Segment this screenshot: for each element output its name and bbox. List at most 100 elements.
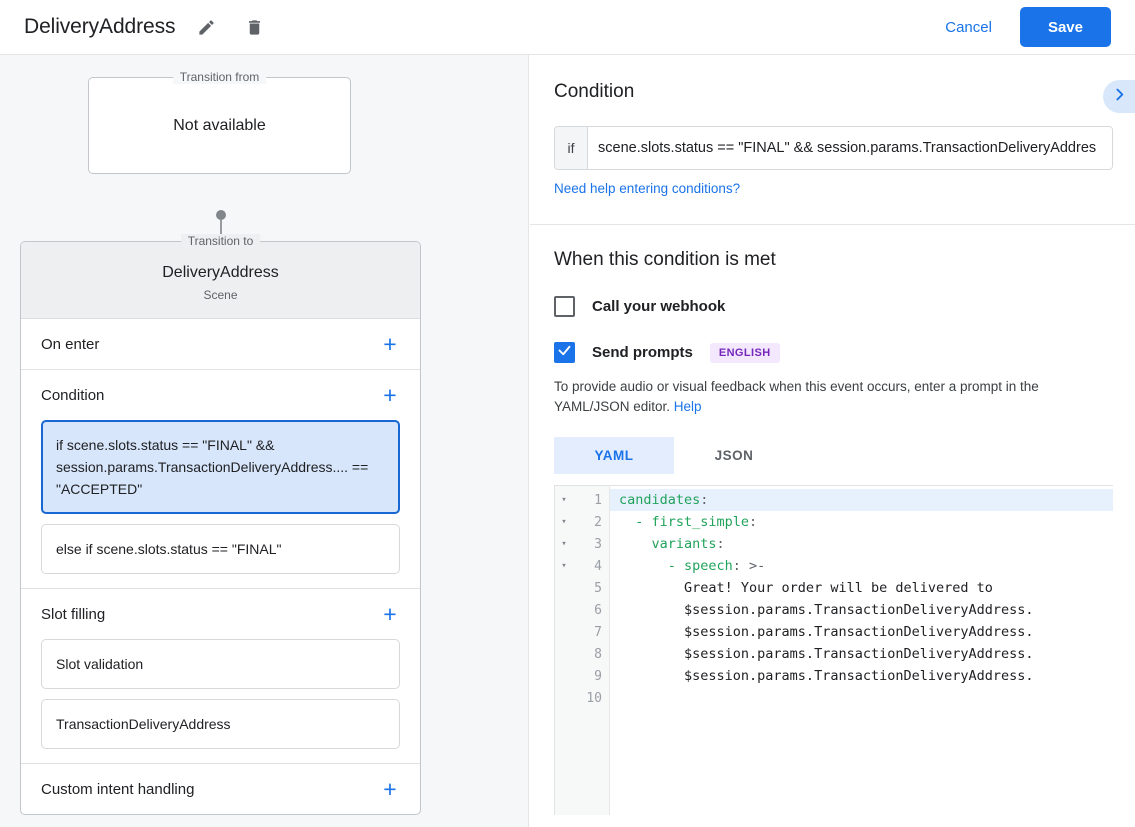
section-on-enter: On enter + <box>21 319 420 370</box>
code-line[interactable]: $session.params.TransactionDeliveryAddre… <box>619 602 1034 618</box>
prompt-description-text: To provide audio or visual feedback when… <box>554 379 1039 414</box>
yaml-punct: : <box>700 492 709 508</box>
pencil-icon <box>197 18 216 37</box>
add-condition-button[interactable]: + <box>383 381 397 408</box>
send-prompts-checkbox[interactable] <box>554 342 575 363</box>
code-line[interactable]: variants: <box>610 533 1113 555</box>
prompt-help-link[interactable]: Help <box>673 399 702 414</box>
add-custom-intent-button[interactable]: + <box>383 775 397 802</box>
slot-filling-list: Slot validation TransactionDeliveryAddre… <box>21 639 420 763</box>
webhook-row: Call your webhook <box>554 296 1113 317</box>
tab-json[interactable]: JSON <box>714 448 754 463</box>
section-header: Slot filling + <box>21 589 420 639</box>
section-title-condition: Condition <box>41 386 105 404</box>
section-title-on-enter: On enter <box>41 335 100 353</box>
section-title-slot-filling: Slot filling <box>41 605 106 623</box>
transition-to-title: DeliveryAddress <box>162 264 279 281</box>
section-condition: Condition + if scene.slots.status == "FI… <box>21 370 420 589</box>
transition-from-legend: Transition from <box>172 70 267 84</box>
chevron-right-icon <box>1111 86 1128 108</box>
save-button[interactable]: Save <box>1019 7 1111 47</box>
delete-button[interactable] <box>237 10 271 44</box>
yaml-key: variants <box>619 536 717 552</box>
line-number: 7 <box>594 624 602 640</box>
checkmark-icon <box>557 343 572 363</box>
line-number: 10 <box>586 690 602 706</box>
line-number: 1 <box>594 492 602 508</box>
section-slot-filling: Slot filling + Slot validation Transacti… <box>21 589 420 764</box>
yaml-key: - first_simple <box>619 514 750 530</box>
line-number: 6 <box>594 602 602 618</box>
cancel-button[interactable]: Cancel <box>933 10 1004 45</box>
transition-to-header[interactable]: Transition to DeliveryAddress Scene <box>21 234 420 319</box>
line-number: 2 <box>594 514 602 530</box>
gutter-line: ▾1 <box>555 489 609 511</box>
expand-panel-button[interactable] <box>1103 80 1135 113</box>
condition-help-link[interactable]: Need help entering conditions? <box>554 181 741 196</box>
edit-button[interactable] <box>189 10 223 44</box>
condition-if-prefix: if <box>555 127 588 169</box>
slot-item[interactable]: TransactionDeliveryAddress <box>41 699 400 749</box>
code-line[interactable]: $session.params.TransactionDeliveryAddre… <box>619 668 1034 684</box>
code-line[interactable] <box>610 687 1113 709</box>
call-webhook-checkbox[interactable] <box>554 296 575 317</box>
gutter-line: 9 <box>555 665 609 687</box>
gutter-line: 10 <box>555 687 609 709</box>
condition-input[interactable] <box>588 127 1112 169</box>
transition-to-subtitle: Scene <box>203 288 238 302</box>
call-webhook-label: Call your webhook <box>592 298 726 315</box>
trash-icon <box>245 18 264 37</box>
gutter-line: 7 <box>555 621 609 643</box>
condition-item[interactable]: else if scene.slots.status == "FINAL" <box>41 524 400 574</box>
transition-to-legend: Transition to <box>180 234 261 248</box>
section-header: Custom intent handling + <box>21 764 420 814</box>
section-divider <box>530 224 1135 225</box>
section-custom-intent-handling: Custom intent handling + <box>21 764 420 814</box>
when-met-heading: When this condition is met <box>554 249 776 270</box>
code-line[interactable]: $session.params.TransactionDeliveryAddre… <box>619 646 1034 662</box>
tab-yaml[interactable]: YAML <box>554 437 674 474</box>
add-slot-filling-button[interactable]: + <box>383 600 397 627</box>
app-header: DeliveryAddress Cancel Save <box>0 0 1135 55</box>
line-number: 5 <box>594 580 602 596</box>
gutter-line: 6 <box>555 599 609 621</box>
editor-code-area[interactable]: candidates: - first_simple: variants: - … <box>610 486 1113 815</box>
transition-to-card: Transition to DeliveryAddress Scene On e… <box>20 234 421 815</box>
when-condition-met-section: When this condition is met Call your web… <box>530 225 1135 815</box>
fold-triangle-icon[interactable]: ▾ <box>561 517 567 527</box>
condition-item-selected[interactable]: if scene.slots.status == "FINAL" && sess… <box>41 420 400 514</box>
yaml-punct: : <box>749 514 758 530</box>
gutter-line: ▾4 <box>555 555 609 577</box>
code-line[interactable]: Great! Your order will be delivered to <box>619 580 993 596</box>
transition-graph-panel: Transition from Not available Transition… <box>0 55 529 827</box>
slot-validation-item[interactable]: Slot validation <box>41 639 400 689</box>
add-on-enter-button[interactable]: + <box>383 330 397 357</box>
condition-field[interactable]: if <box>554 126 1113 170</box>
yaml-key: - speech <box>619 558 733 574</box>
gutter-line: 5 <box>555 577 609 599</box>
line-number: 3 <box>594 536 602 552</box>
code-line[interactable]: $session.params.TransactionDeliveryAddre… <box>619 624 1034 640</box>
gutter-line: 8 <box>555 643 609 665</box>
condition-editor-section: Condition if Need help entering conditio… <box>530 55 1135 198</box>
section-header: Condition + <box>21 370 420 420</box>
condition-list: if scene.slots.status == "FINAL" && sess… <box>21 420 420 588</box>
code-line[interactable]: candidates: <box>610 489 1113 511</box>
code-line[interactable]: - first_simple: <box>610 511 1113 533</box>
transition-from-box[interactable]: Transition from Not available <box>88 70 351 174</box>
fold-triangle-icon[interactable]: ▾ <box>561 561 567 571</box>
fold-triangle-icon[interactable]: ▾ <box>561 495 567 505</box>
yaml-punct: : >- <box>732 558 766 574</box>
language-badge: ENGLISH <box>709 342 780 363</box>
line-number: 9 <box>594 668 602 684</box>
line-number: 4 <box>594 558 602 574</box>
page-title: DeliveryAddress <box>24 15 176 38</box>
send-prompts-row: Send prompts ENGLISH <box>554 342 1113 363</box>
code-line[interactable]: - speech: >- <box>610 555 1113 577</box>
fold-triangle-icon[interactable]: ▾ <box>561 539 567 549</box>
condition-heading: Condition <box>554 81 635 102</box>
send-prompts-label: Send prompts <box>592 344 693 361</box>
header-actions: Cancel Save <box>933 7 1111 47</box>
